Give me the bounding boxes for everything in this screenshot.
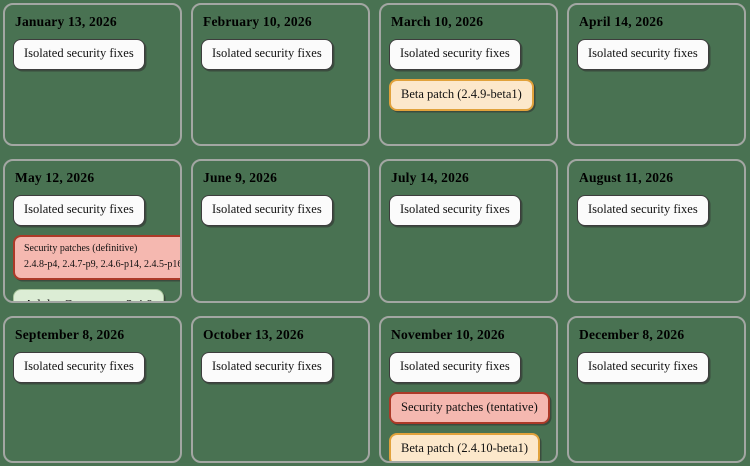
badge-text: Isolated security fixes [588, 202, 698, 216]
event-badge-list: Isolated security fixes [389, 195, 548, 226]
month-date-heading: March 10, 2026 [391, 14, 484, 29]
badge-text: Isolated security fixes [400, 46, 510, 60]
isolated-badge: Isolated security fixes [389, 39, 521, 70]
isolated-badge: Isolated security fixes [13, 39, 145, 70]
isolated-badge: Isolated security fixes [577, 195, 709, 226]
month-card: September 8, 2026 Isolated security fixe… [3, 316, 182, 463]
event-badge-list: Isolated security fixes [577, 195, 736, 226]
badge-text: 2.4.8-p4, 2.4.7-p9, 2.4.6-p14, 2.4.5-p16 [24, 258, 182, 270]
security-badge: Security patches (definitive) 2.4.8-p4, 2… [13, 234, 182, 280]
badge-text: Isolated security fixes [212, 359, 322, 373]
isolated-badge: Isolated security fixes [201, 352, 333, 383]
month-card: June 9, 2026 Isolated security fixes [191, 159, 370, 303]
isolated-badge: Isolated security fixes [389, 195, 521, 226]
month-card: February 10, 2026 Isolated security fixe… [191, 3, 370, 146]
month-date-heading: May 12, 2026 [15, 170, 95, 185]
badge-text: Isolated security fixes [400, 202, 510, 216]
month-date-heading: November 10, 2026 [391, 327, 505, 342]
isolated-badge: Isolated security fixes [13, 352, 145, 383]
isolated-badge: Isolated security fixes [389, 352, 521, 383]
badge-text: Isolated security fixes [212, 202, 322, 216]
event-badge-list: Isolated security fixes [13, 39, 172, 70]
event-badge-list: Isolated security fixes [13, 352, 172, 383]
badge-text: Isolated security fixes [24, 202, 134, 216]
month-card: July 14, 2026 Isolated security fixes [379, 159, 558, 303]
month-date-heading: August 11, 2026 [579, 170, 674, 185]
badge-text: Isolated security fixes [24, 46, 134, 60]
badge-text: Isolated security fixes [24, 359, 134, 373]
event-badge-list: Isolated security fixes [201, 195, 360, 226]
month-date-heading: September 8, 2026 [15, 327, 125, 342]
month-card: January 13, 2026 Isolated security fixes [3, 3, 182, 146]
badge-text: Beta patch (2.4.9-beta1) [401, 86, 522, 101]
month-date-heading: February 10, 2026 [203, 14, 312, 29]
event-badge-list: Isolated security fixes [577, 39, 736, 70]
month-card: October 13, 2026 Isolated security fixes [191, 316, 370, 463]
isolated-badge: Isolated security fixes [577, 352, 709, 383]
month-date-heading: April 14, 2026 [579, 14, 664, 29]
badge-text: Security patches (definitive) [24, 242, 138, 254]
month-date-heading: June 9, 2026 [203, 170, 278, 185]
month-card: December 8, 2026 Isolated security fixes [567, 316, 746, 463]
release-badge: Adobe Commerce 2.4.9 [13, 288, 164, 301]
isolated-badge: Isolated security fixes [201, 195, 333, 226]
badge-text: Isolated security fixes [212, 46, 322, 60]
event-badge-list: Isolated security fixes [201, 352, 360, 383]
badge-text: Isolated security fixes [588, 46, 698, 60]
month-card: April 14, 2026 Isolated security fixes [567, 3, 746, 146]
beta-badge: Beta patch (2.4.10-beta1) [389, 433, 541, 461]
month-date-heading: October 13, 2026 [203, 327, 304, 342]
security-badge: Security patches (tentative) [389, 391, 550, 425]
isolated-badge: Isolated security fixes [577, 39, 709, 70]
badge-text: Beta patch (2.4.10-beta1) [401, 441, 529, 456]
month-card: August 11, 2026 Isolated security fixes [567, 159, 746, 303]
badge-text: Isolated security fixes [400, 359, 510, 373]
beta-badge: Beta patch (2.4.9-beta1) [389, 78, 534, 112]
month-date-heading: July 14, 2026 [391, 170, 469, 185]
badge-text: Isolated security fixes [588, 359, 698, 373]
event-badge-list: Isolated security fixes [577, 352, 736, 383]
badge-text: Security patches (tentative) [401, 399, 538, 414]
month-date-heading: December 8, 2026 [579, 327, 685, 342]
event-badge-list: Isolated security fixes [201, 39, 360, 70]
isolated-badge: Isolated security fixes [201, 39, 333, 70]
month-date-heading: January 13, 2026 [15, 14, 117, 29]
isolated-badge: Isolated security fixes [13, 195, 145, 226]
month-card: November 10, 2026 Isolated security fixe… [379, 316, 558, 463]
badge-text: Adobe Commerce 2.4.9 [24, 297, 153, 301]
